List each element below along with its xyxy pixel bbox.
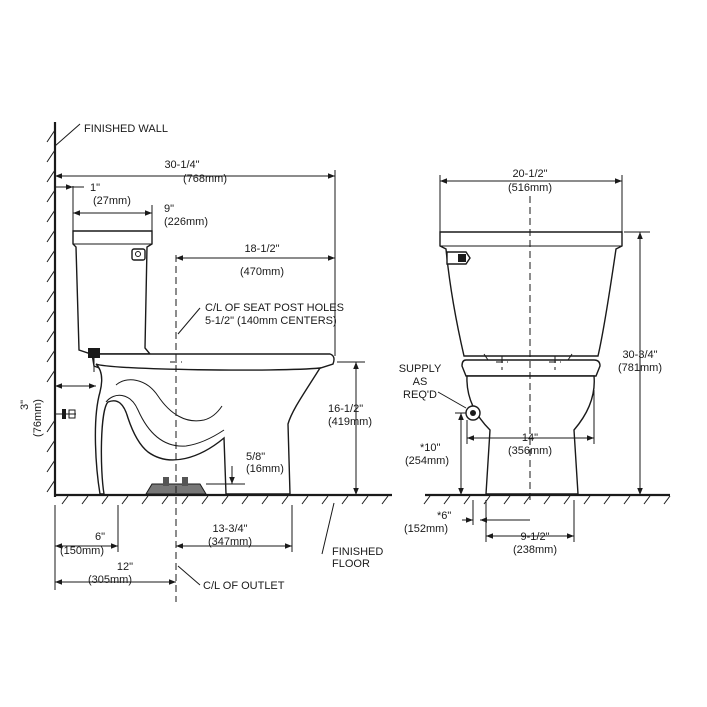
dim-outlet-to-front: 13-3/4" (347mm): [176, 505, 293, 552]
toilet-side-profile: [55, 230, 335, 495]
svg-text:(16mm): (16mm): [246, 463, 284, 475]
svg-text:16-1/2": 16-1/2": [328, 403, 363, 415]
dim-flange-height: 5/8" (16mm): [206, 451, 284, 485]
svg-text:1": 1": [90, 182, 100, 194]
dim-rim-height: 16-1/2" (419mm): [328, 361, 372, 495]
svg-text:(238mm): (238mm): [513, 544, 557, 556]
svg-text:(768mm): (768mm): [183, 173, 227, 185]
dim-overall-depth: 30-1/4" (768mm): [55, 159, 336, 356]
svg-text:(781mm): (781mm): [618, 362, 662, 374]
wall-hatch: [46, 129, 56, 493]
dim-bowl-width: 14" (356mm): [466, 390, 595, 457]
svg-text:*6": *6": [437, 510, 451, 522]
cl-outlet-label: C/L OF OUTLET: [203, 580, 285, 592]
svg-text:(470mm): (470mm): [240, 266, 284, 278]
svg-text:20-1/2": 20-1/2": [512, 168, 547, 180]
svg-text:9": 9": [164, 203, 174, 215]
cl-seat-post-spacing: 5-1/2" (140mm CENTERS): [205, 315, 337, 327]
dim-supply-height: 3" (76mm): [19, 383, 96, 437]
supply-stop-icon: [55, 409, 76, 419]
finished-floor-label: FINISHED: [332, 546, 383, 558]
dim-base-width: 9-1/2" (238mm): [485, 500, 575, 556]
front-floor: [423, 493, 671, 505]
fill-valve-icon: [88, 348, 100, 372]
supply-valve-icon: [465, 405, 481, 421]
bowl-front-rim: [461, 359, 601, 377]
dim-post-holes-to-front: 18-1/2" (470mm): [176, 243, 335, 278]
trapway: [115, 379, 223, 422]
svg-text:6": 6": [95, 531, 105, 543]
dim-wall-to-base: 6" (150mm): [55, 505, 119, 557]
finished-floor-label-2: FLOOR: [332, 558, 370, 570]
svg-text:(27mm): (27mm): [93, 195, 131, 207]
svg-text:REQ'D: REQ'D: [403, 389, 437, 401]
bowl-front-body: [466, 375, 595, 495]
tank-front: [439, 231, 623, 357]
svg-text:(150mm): (150mm): [60, 545, 104, 557]
dim-overall-height: 30-3/4" (781mm): [618, 231, 662, 495]
front-view: 20-1/2" (516mm) 30-3/4" (781mm) SUPPLY A…: [399, 168, 671, 556]
svg-text:(419mm): (419mm): [328, 416, 372, 428]
supply-label: SUPPLY AS REQ'D: [399, 363, 467, 409]
dim-supply-height-front: *10" (254mm): [405, 412, 466, 495]
svg-text:SUPPLY: SUPPLY: [399, 363, 442, 375]
side-view: FINISHED WALL 30-1/4" (768mm) 1" (27mm) …: [19, 122, 392, 602]
dim-tank-width: 20-1/2" (516mm): [439, 168, 623, 232]
svg-text:*10": *10": [420, 442, 441, 454]
finished-floor: [55, 493, 392, 505]
finished-wall-label: FINISHED WALL: [84, 123, 168, 135]
finished-wall: [46, 122, 57, 497]
svg-text:(347mm): (347mm): [208, 536, 252, 548]
svg-text:12": 12": [117, 561, 133, 573]
svg-text:(356mm): (356mm): [508, 445, 552, 457]
flush-handle-icon: [131, 248, 146, 261]
svg-text:14": 14": [522, 432, 538, 444]
dim-tank-depth: 9" (226mm): [73, 203, 208, 231]
dim-wall-to-tank: 1" (27mm): [55, 182, 131, 231]
svg-text:(254mm): (254mm): [405, 455, 449, 467]
toilet-front-profile: [439, 231, 623, 495]
svg-text:(76mm): (76mm): [32, 399, 44, 437]
svg-text:9-1/2": 9-1/2": [521, 531, 550, 543]
flush-lever-icon: [446, 251, 471, 265]
svg-text:13-3/4": 13-3/4": [212, 523, 247, 535]
svg-text:(305mm): (305mm): [88, 574, 132, 586]
floor-hatch: [61, 495, 389, 505]
svg-text:5/8": 5/8": [246, 451, 265, 463]
svg-text:30-1/4": 30-1/4": [164, 159, 199, 171]
svg-text:(226mm): (226mm): [164, 216, 208, 228]
svg-text:AS: AS: [413, 376, 428, 388]
svg-text:(516mm): (516mm): [508, 182, 552, 194]
svg-text:18-1/2": 18-1/2": [244, 243, 279, 255]
svg-text:(152mm): (152mm): [404, 523, 448, 535]
dim-supply-offset: *6" (152mm): [404, 500, 530, 535]
bowl-body: [94, 363, 322, 495]
svg-text:30-3/4": 30-3/4": [622, 349, 657, 361]
dim-rough-in: 12" (305mm): [54, 505, 176, 590]
cl-seat-post-label: C/L OF SEAT POST HOLES: [205, 302, 344, 314]
svg-text:3": 3": [19, 400, 31, 410]
